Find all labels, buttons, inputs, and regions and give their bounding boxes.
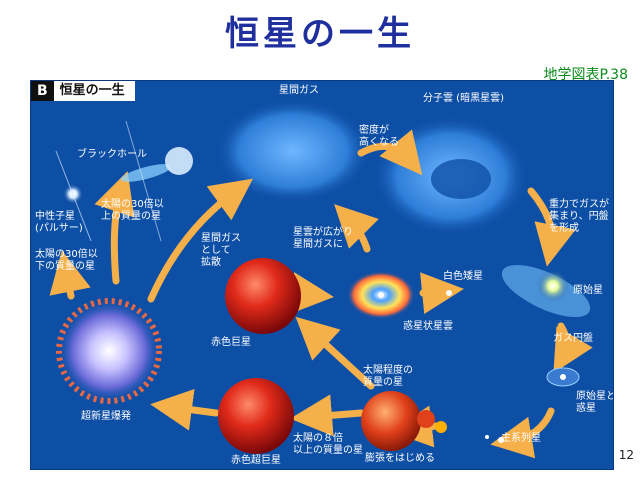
label-red-giant: 赤色巨星 bbox=[211, 337, 251, 348]
label-proto-planets: 原始星と 惑星 bbox=[576, 391, 614, 414]
white-dwarf bbox=[446, 290, 452, 296]
stellar-lifecycle-diagram: B 恒星の一生 星間ガス 分子雲 (暗黒星雲) 密度が 高くなる 重力でガスが … bbox=[30, 80, 614, 470]
label-neutron-star: 中性子星 (パルサー) bbox=[35, 211, 83, 234]
page-number: 12 bbox=[618, 448, 634, 462]
interstellar-gas-cloud bbox=[215, 99, 371, 203]
protostar bbox=[537, 270, 569, 302]
label-black-hole: ブラックホール bbox=[77, 149, 147, 160]
label-supernova: 超新星爆発 bbox=[81, 411, 131, 422]
diagram-artwork bbox=[31, 81, 613, 469]
label-molecular-cloud: 分子雲 (暗黒星雲) bbox=[423, 93, 504, 104]
supernova bbox=[57, 299, 161, 403]
slide-title: 恒星の一生 bbox=[225, 14, 415, 54]
label-dispersed: 星間ガス として 拡散 bbox=[201, 233, 241, 268]
label-white-dwarf: 白色矮星 bbox=[443, 271, 483, 282]
label-main-sequence: 主系列星 bbox=[501, 433, 541, 444]
label-gas-disk: ガス円盤 bbox=[553, 333, 593, 344]
label-nebula-spread: 星雲が広がり 星間ガスに bbox=[293, 227, 353, 250]
label-expansion: 膨張をはじめる bbox=[365, 453, 435, 464]
lifecycle-arrows bbox=[49, 129, 593, 459]
label-dense: 密度が 高くなる bbox=[359, 125, 399, 148]
expanding-star bbox=[361, 391, 421, 451]
label-protostar: 原始星 bbox=[573, 285, 603, 296]
label-less-30: 太陽の30倍以 下の質量の星 bbox=[35, 249, 98, 272]
label-over-30: 太陽の30倍以 上の質量の星 bbox=[101, 199, 164, 222]
label-gravity: 重力でガスが 集まり、円盤 を形成 bbox=[549, 199, 609, 234]
panel-header: B 恒星の一生 bbox=[31, 81, 135, 101]
label-sun-mass: 太陽程度の 質量の星 bbox=[363, 365, 413, 388]
panel-heading: 恒星の一生 bbox=[53, 81, 135, 101]
label-eight-times: 太陽の８倍 以上の質量の星 bbox=[293, 433, 363, 456]
label-interstellar-gas: 星間ガス bbox=[279, 85, 319, 96]
source-reference: 地学図表P.38 bbox=[543, 67, 628, 83]
label-planetary-nebula: 惑星状星雲 bbox=[403, 321, 453, 332]
black-hole bbox=[120, 164, 172, 182]
red-giant bbox=[225, 258, 301, 334]
main-sequence-star bbox=[498, 437, 504, 443]
panel-letter: B bbox=[31, 81, 54, 101]
red-supergiant bbox=[218, 378, 294, 454]
label-red-supergiant: 赤色超巨星 bbox=[231, 455, 281, 466]
